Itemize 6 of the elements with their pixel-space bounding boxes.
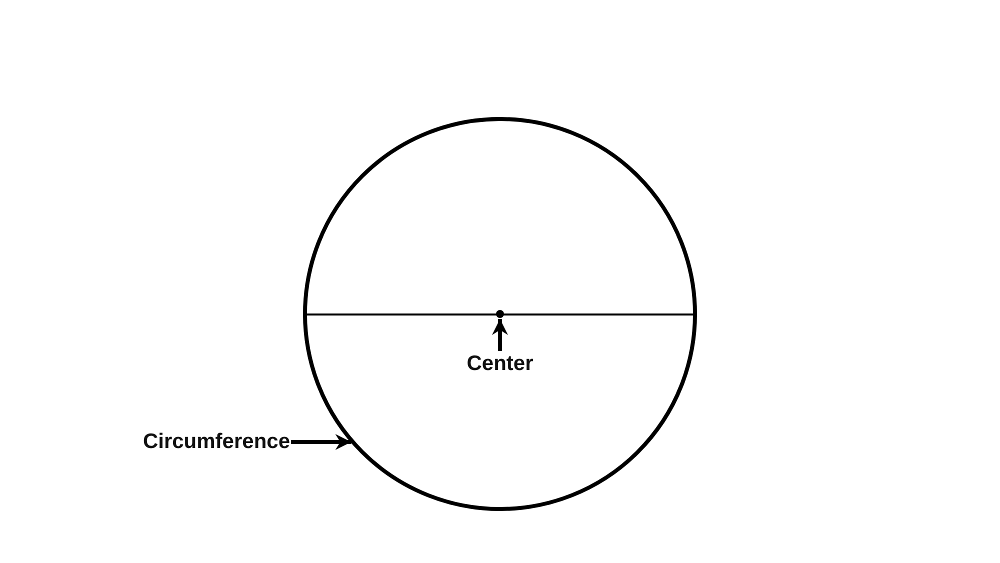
arrow bbox=[291, 434, 352, 450]
label-text: Center bbox=[460, 352, 540, 376]
label-text: Circumference bbox=[140, 430, 290, 454]
circle-outline bbox=[303, 117, 697, 511]
center-point-icon bbox=[496, 310, 504, 318]
arrow bbox=[492, 319, 508, 351]
